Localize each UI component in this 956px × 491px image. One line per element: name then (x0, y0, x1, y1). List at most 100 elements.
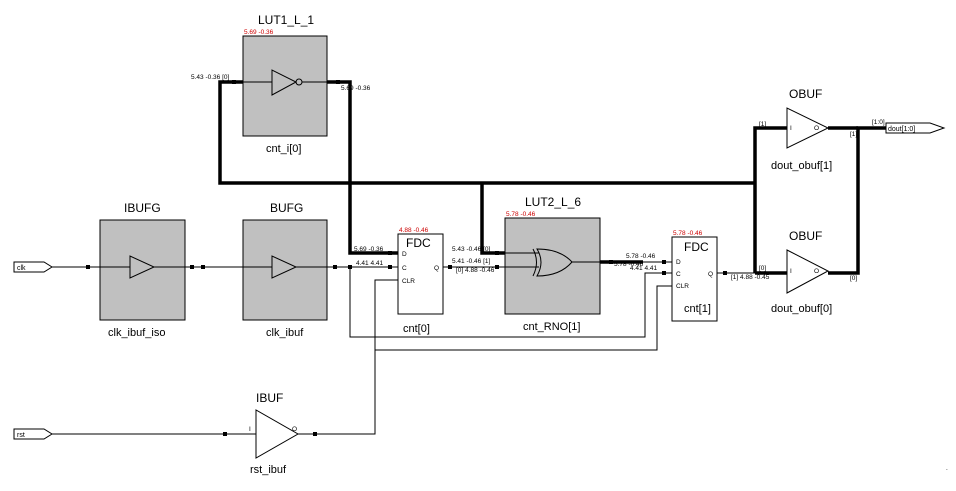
label-obuf0-out: [0] (850, 275, 857, 282)
label-lut1-out: 5.69 -0.36 (341, 85, 371, 92)
obuf1-pin-i: I (790, 125, 792, 132)
ibuf-buffer-icon (255, 409, 300, 459)
fdc0-pin-clr: CLR (402, 278, 415, 285)
lut1-instance: cnt_i[0] (266, 143, 301, 155)
bufg-instance: clk_ibuf (266, 327, 304, 339)
corner-mark: . (946, 465, 948, 472)
lut2-type: LUT2_L_6 (525, 195, 581, 209)
lut1-timing: 5.69 -0.36 (244, 29, 274, 36)
obuf0-buffer-icon (786, 249, 830, 294)
bus-lut2-in0[interactable] (480, 183, 505, 255)
junction-dot (336, 80, 340, 84)
junction-dot (201, 265, 205, 269)
port-dout[interactable]: dout[1:0] (885, 122, 946, 134)
bufg-component[interactable]: BUFG clk_ibuf (242, 201, 328, 339)
wire-rst-fdc0[interactable] (318, 279, 398, 435)
obuf1-type: OBUF (789, 87, 822, 101)
fdc0-timing: 4.88 -0.46 (399, 227, 429, 234)
ibuf-instance: rst_ibuf (250, 464, 287, 476)
obuf1-component[interactable]: OBUF I O dout_obuf[1] (771, 87, 832, 172)
fdc1-instance: cnt[1] (684, 303, 711, 315)
junction-dot (388, 265, 392, 269)
fdc1-pin-clr: CLR (676, 283, 689, 290)
fdc1-pin-q: Q (708, 271, 713, 278)
fdc0-pin-d: D (402, 251, 407, 258)
obuf1-pin-o: O (814, 125, 819, 132)
lut1-component[interactable]: LUT1_L_1 5.69 -0.36 cnt_i[0] (242, 13, 328, 155)
junction-dot (232, 80, 236, 84)
label-fdc0-c: 4.41 4.41 (356, 260, 383, 267)
label-fdc0-d: 5.69 -0.36 (354, 246, 384, 253)
obuf0-component[interactable]: OBUF I O dout_obuf[0] (771, 229, 832, 315)
ibufg-type: IBUFG (124, 201, 161, 215)
lut2-xor-icon (536, 248, 573, 277)
fdc1-timing: 5.78 -0.46 (673, 230, 703, 237)
fdc1-pin-d: D (676, 259, 681, 266)
junction-dot (190, 265, 194, 269)
bus-lut1-out[interactable] (327, 80, 398, 255)
label-dout-bus: [1:0] (872, 119, 885, 126)
fdc0-pin-c: C (402, 265, 407, 272)
fdc1-type: FDC (684, 240, 709, 254)
ibuf-pin-o: O (292, 426, 297, 433)
junction-dot (723, 271, 727, 275)
junction-dot (662, 271, 666, 275)
label-obuf1-out: [1] (850, 131, 857, 138)
obuf0-type: OBUF (789, 229, 822, 243)
label-fdc1-d: 5.78 -0.46 (626, 253, 656, 260)
bus-obuf1-in[interactable] (753, 126, 787, 273)
label-bit0: [0] (759, 265, 766, 272)
bus-obuf0-out[interactable] (828, 126, 886, 275)
obuf0-pin-o: O (814, 268, 819, 275)
lut2-component[interactable]: LUT2_L_6 5.78 -0.46 cnt_RNO[1] (504, 195, 601, 333)
junction-dot (662, 260, 666, 264)
junction-dot (313, 432, 317, 436)
junction-dot (86, 265, 90, 269)
port-rst[interactable]: rst (13, 428, 53, 440)
fdc1-component[interactable]: 5.78 -0.46 FDC D C CLR Q cnt[1] (671, 230, 718, 322)
bus-cnt0-loop[interactable] (218, 80, 755, 185)
label-lut2-in1: 5.41 -0.46 [1] (452, 258, 490, 265)
ibufg-component[interactable]: IBUFG clk_ibuf_iso (99, 201, 186, 339)
label-lut2-in0: 5.43 -0.46 [0] (452, 246, 490, 253)
wire-rst-fdc1[interactable] (375, 285, 672, 351)
ibuf-type: IBUF (256, 391, 283, 405)
ibuf-component[interactable]: IBUF I O rst_ibuf (249, 391, 318, 476)
port-clk-label: clk (17, 265, 26, 272)
fdc1-pin-c: C (676, 271, 681, 278)
label-fdc1-c-a: 5.78 -0.46 (614, 261, 644, 268)
net-labels: 5.43 -0.36 [0] 5.69 -0.36 5.69 -0.36 4.4… (191, 74, 885, 282)
obuf0-instance: dout_obuf[0] (771, 303, 832, 315)
ibufg-instance: clk_ibuf_iso (108, 327, 165, 339)
junction-dot (223, 432, 227, 436)
label-bit1: [1] (759, 121, 766, 128)
junction-dot (495, 251, 499, 255)
junction-dot (333, 265, 337, 269)
lut2-xor-back (532, 248, 537, 277)
port-clk[interactable]: clk (13, 261, 53, 273)
obuf1-instance: dout_obuf[1] (771, 160, 832, 172)
port-rst-label: rst (17, 432, 25, 439)
fdc0-type: FDC (406, 236, 431, 250)
label-fdc1-q: [1] 4.88 -0.45 (731, 274, 770, 281)
bufg-type: BUFG (270, 201, 303, 215)
label-lut1-in: 5.43 -0.36 [0] (191, 74, 229, 81)
obuf0-pin-i: I (790, 268, 792, 275)
lut2-instance: cnt_RNO[1] (523, 321, 580, 333)
fdc0-component[interactable]: 4.88 -0.46 FDC D C CLR Q cnt[0] (397, 227, 444, 335)
junction-dot (495, 265, 499, 269)
junction-dot (388, 251, 392, 255)
junction-dot (448, 265, 452, 269)
lut1-type: LUT1_L_1 (258, 13, 314, 27)
fdc0-pin-q: Q (434, 265, 439, 272)
label-fdc0-q: [0] 4.88 -0.46 (456, 267, 495, 274)
fdc0-instance: cnt[0] (403, 323, 430, 335)
ibuf-pin-i: I (249, 426, 251, 433)
obuf1-buffer-icon (786, 107, 830, 149)
wires (52, 261, 755, 435)
label-fdc1-c-b: 4.41 4.41 (630, 265, 657, 272)
lut2-timing: 5.78 -0.46 (506, 211, 536, 218)
junctions (86, 80, 727, 436)
wire-clk-fdc1[interactable] (349, 267, 672, 338)
